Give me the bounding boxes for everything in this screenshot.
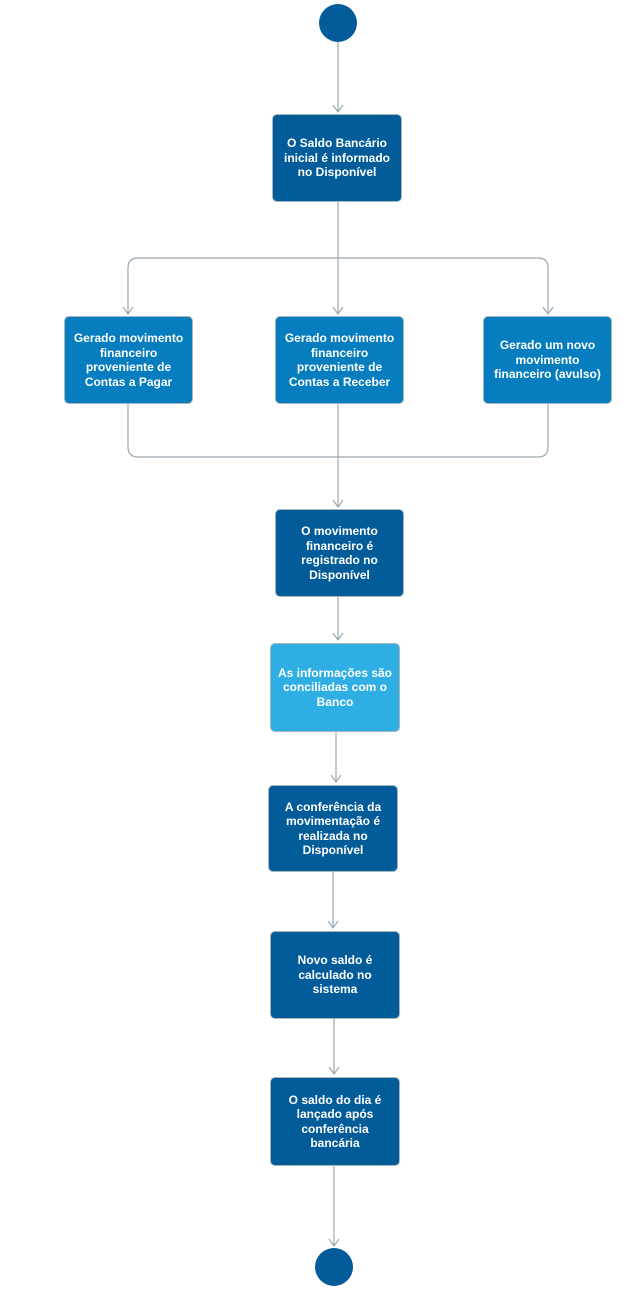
node-novo-saldo[interactable]: Novo saldo é calculado no sistema [270,931,400,1019]
node-label: Gerado movimento financeiro proveniente … [284,331,395,389]
arrowhead [122,306,134,316]
node-contas-pagar[interactable]: Gerado movimento financeiro proveniente … [64,316,193,404]
node-label: O saldo do dia é lançado após conferênci… [288,1092,382,1151]
node-saldo-inicial[interactable]: O Saldo Bancário inicial é informado no … [272,114,402,202]
arrowhead [332,104,344,114]
end-node[interactable] [315,1248,353,1286]
node-label: Gerado um novo movimento financeiro (avu… [494,338,601,382]
edge-fork-to-contas-pagar [127,257,338,314]
arrowhead [542,306,554,316]
node-label: As informações são conciliadas com o Ban… [277,665,393,709]
start-node[interactable] [319,4,357,42]
arrowhead [332,499,344,509]
node-label: O movimento financeiro é registrado no D… [301,524,378,582]
arrowhead [328,1066,340,1076]
edge-contas-pagar-to-join [127,403,338,458]
node-label: O Saldo Bancário inicial é informado no … [283,136,391,180]
node-conciliadas[interactable]: As informações são conciliadas com o Ban… [270,643,400,732]
arrowhead [327,920,339,930]
edge-fork-to-avulso [338,257,549,314]
arrowhead [332,306,344,316]
arrowhead [328,1238,340,1248]
node-saldo-dia[interactable]: O saldo do dia é lançado após conferênci… [270,1077,400,1166]
node-registrado[interactable]: O movimento financeiro é registrado no D… [275,509,404,597]
node-label: Gerado movimento financeiro proveniente … [73,331,184,389]
arrowhead [332,632,344,642]
arrowhead [330,774,342,784]
edge-avulso-to-join [338,403,549,458]
node-avulso[interactable]: Gerado um novo movimento financeiro (avu… [483,316,612,404]
node-contas-receber[interactable]: Gerado movimento financeiro proveniente … [275,316,404,404]
node-label: Novo saldo é calculado no sistema [297,953,373,997]
node-label: A conferência da movimentação é realizad… [284,799,382,858]
node-conferencia[interactable]: A conferência da movimentação é realizad… [268,785,398,872]
